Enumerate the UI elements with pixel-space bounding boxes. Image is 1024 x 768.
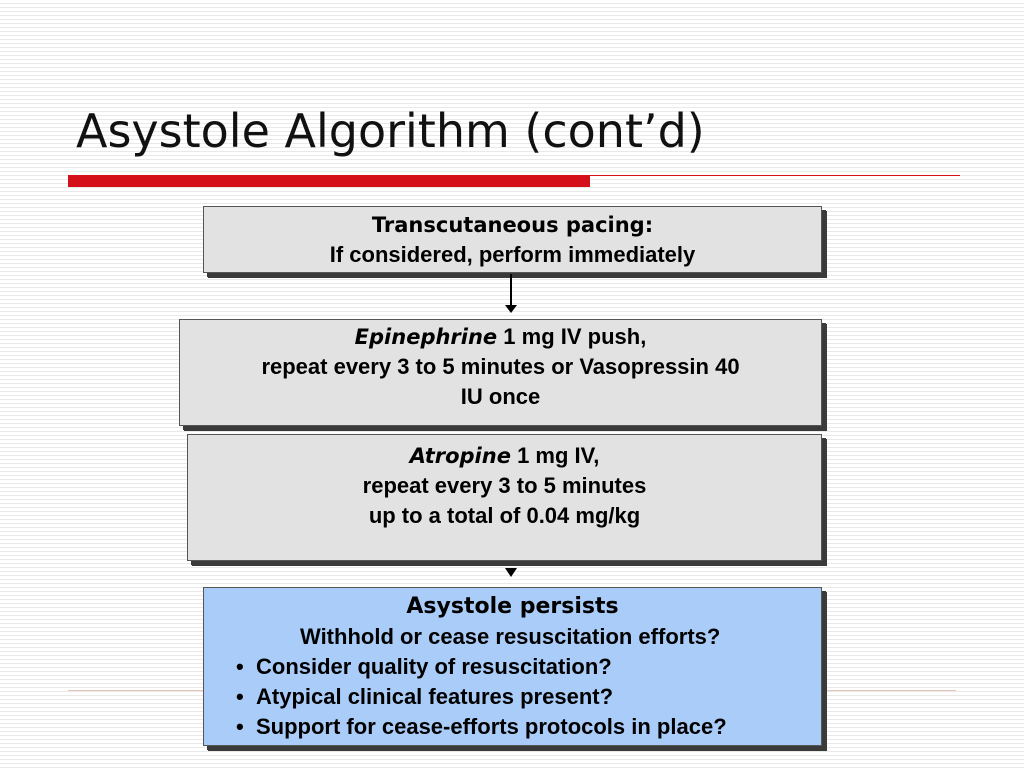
persists-question: Withhold or cease resuscitation efforts? <box>300 624 721 649</box>
bullet-icon: • <box>236 654 244 679</box>
list-item-text: Consider quality of resuscitation? <box>256 654 612 679</box>
asystole-persists-box: Asystole persists Withhold or cease resu… <box>203 587 822 746</box>
title-underline-bar <box>68 175 590 187</box>
bullet-icon: • <box>236 684 244 709</box>
flow-arrow-head-icon <box>505 305 517 313</box>
bullet-icon: • <box>236 714 244 739</box>
list-item: • Consider quality of resuscitation? <box>234 652 821 682</box>
slide-title: Asystole Algorithm (cont’d) <box>76 104 705 158</box>
flow-arrow-head-2-icon <box>505 568 517 577</box>
persists-bullet-list: • Consider quality of resuscitation? • Aty… <box>204 652 821 742</box>
list-item-text: Support for cease-efforts protocols in p… <box>256 714 727 739</box>
atropine-repeat-line: repeat every 3 to 5 minutes <box>362 473 647 498</box>
list-item: • Atypical clinical features present? <box>234 682 821 712</box>
flow-arrow-shaft <box>510 274 512 306</box>
epinephrine-once-line: IU once <box>460 384 541 409</box>
title-underline-rule <box>590 175 960 176</box>
pacing-heading: Transcutaneous pacing: <box>371 213 654 237</box>
epinephrine-dose: 1 mg IV push, <box>497 324 647 349</box>
atropine-limit-line: up to a total of 0.04 mg/kg <box>368 503 641 528</box>
list-item: • Support for cease-efforts protocols in … <box>234 712 821 742</box>
atropine-box: Atropine 1 mg IV, repeat every 3 to 5 mi… <box>187 434 822 561</box>
pacing-instruction: If considered, perform immediately <box>329 242 696 267</box>
epinephrine-repeat-line: repeat every 3 to 5 minutes or Vasopress… <box>261 354 740 379</box>
epinephrine-box: Epinephrine 1 mg IV push, repeat every 3… <box>179 319 822 426</box>
epinephrine-first-line: Epinephrine 1 mg IV push, <box>180 322 821 352</box>
persists-heading: Asystole persists <box>406 594 619 619</box>
atropine-drug-name: Atropine <box>409 444 511 468</box>
list-item-text: Atypical clinical features present? <box>256 684 614 709</box>
atropine-dose: 1 mg IV, <box>510 443 600 468</box>
pacing-box: Transcutaneous pacing: If considered, pe… <box>203 206 822 273</box>
epinephrine-drug-name: Epinephrine <box>354 325 498 349</box>
atropine-first-line: Atropine 1 mg IV, <box>188 441 821 471</box>
